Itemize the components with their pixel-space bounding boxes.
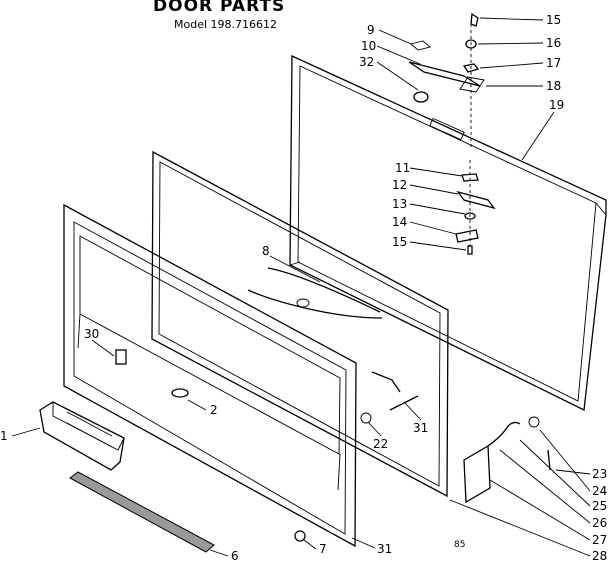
part-label-7: 7: [319, 542, 327, 556]
leader-lines: [11, 17, 591, 557]
part-label-6: 6: [231, 549, 239, 563]
door-handle: [39, 401, 125, 471]
door-gasket: [151, 150, 449, 498]
part-label-30: 30: [84, 327, 100, 341]
part-label-2: 2: [210, 403, 218, 417]
trim-strip: [69, 471, 215, 553]
model-number: Model 198.716612: [174, 18, 278, 31]
part-label-23: 23: [592, 467, 608, 481]
page-title: DOOR PARTS: [153, 0, 286, 16]
part-label-18: 17: [546, 56, 562, 70]
part-label-25: 25: [592, 499, 608, 513]
wiring-harness: [247, 267, 383, 319]
part-label-17: 16: [546, 36, 562, 50]
part-label-29: 31: [377, 542, 393, 556]
part-label-27: 27: [592, 533, 608, 547]
hinge-assembly: [408, 12, 496, 255]
lower-hinge-assembly: [463, 416, 551, 504]
liner-small-parts: [115, 349, 189, 398]
part-label-28: 28: [592, 549, 608, 563]
part-label-10: 10: [361, 39, 377, 53]
part-label-11: 11: [395, 161, 411, 175]
footnote: 85: [454, 540, 466, 550]
part-label-24: 24: [592, 484, 608, 498]
inner-door-liner: [63, 203, 357, 548]
part-label-9: 9: [367, 23, 375, 37]
part-label-15: 15: [392, 235, 408, 249]
part-label-8: 8: [262, 244, 270, 258]
part-label-20: 19: [549, 98, 565, 112]
part-label-16: 15: [546, 13, 562, 27]
outer-door-panel: [289, 54, 607, 411]
light-assembly: [360, 371, 419, 424]
part-label-19: 18: [546, 79, 562, 93]
screw: [294, 530, 306, 542]
part-label-13: 13: [392, 197, 408, 211]
part-label-22: 22: [373, 437, 389, 451]
part-label-26: 26: [592, 516, 608, 530]
part-label-14: 14: [392, 215, 408, 229]
part-label-1: 1: [0, 429, 8, 443]
part-label-12: 12: [392, 178, 408, 192]
part-label-32: 32: [359, 55, 375, 69]
part-label-31: 31: [413, 421, 429, 435]
